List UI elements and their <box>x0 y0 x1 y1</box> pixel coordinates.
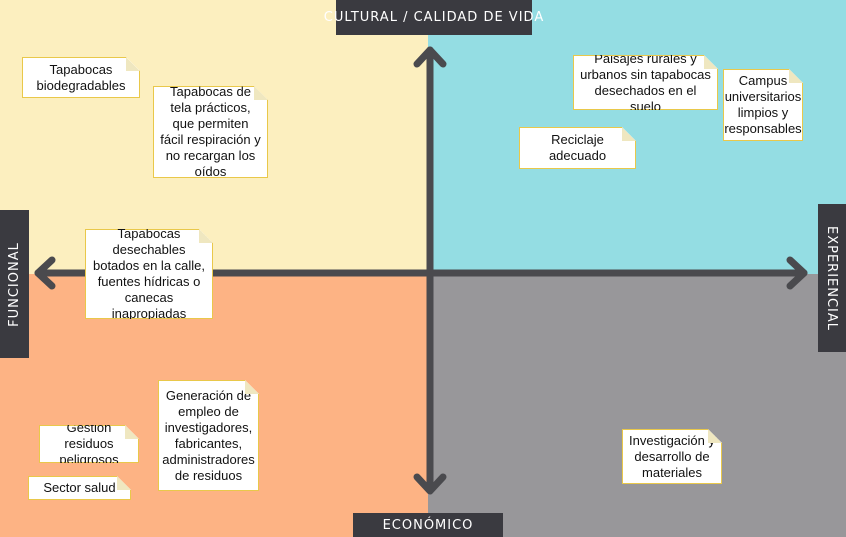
note-tapabocas-biodegradables: Tapabocas biodegradables <box>22 57 140 98</box>
axis-label-left: FUNCIONAL <box>0 210 29 358</box>
note-investigacion: Investigación y desarrollo de materiales <box>622 429 722 484</box>
arrow-right <box>786 256 808 290</box>
axis-label-right: EXPERIENCIAL <box>818 204 846 352</box>
arrow-up <box>413 46 447 68</box>
note-reciclaje: Reciclaje adecuado <box>519 127 636 169</box>
note-generacion-empleo: Generación de empleo de investigadores, … <box>158 380 259 491</box>
note-tapabocas-desechables: Tapabocas desechables botados en la call… <box>85 229 213 319</box>
axis-label-top: CULTURAL / CALIDAD DE VIDA <box>324 0 543 35</box>
arrow-left <box>34 256 56 290</box>
quadrant-economico-experiencial <box>428 274 846 537</box>
note-campus: Campus universitarios limpios y responsa… <box>723 69 803 141</box>
note-sector-salud: Sector salud <box>28 476 131 500</box>
arrow-down <box>413 473 447 495</box>
note-paisajes: Paisajes rurales y urbanos sin tapabocas… <box>573 55 718 110</box>
note-tapabocas-tela: Tapabocas de tela prácticos, que permite… <box>153 86 268 178</box>
axis-label-bottom: ECONÓMICO <box>353 513 503 537</box>
note-gestion-residuos: Gestión residuos peligrosos <box>39 425 139 463</box>
